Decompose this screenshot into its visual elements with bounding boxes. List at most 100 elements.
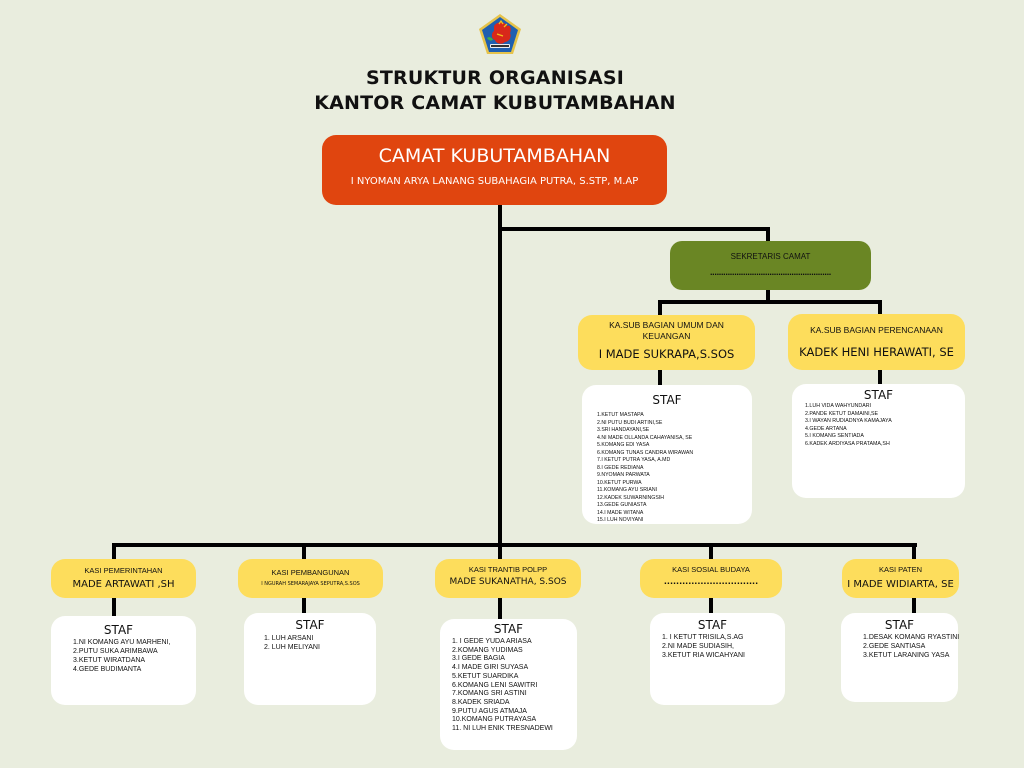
kasi-sosial-budaya-name: ...............................: [663, 577, 759, 586]
kasi-pemerintahan-title: KASI PEMERINTAHAN: [84, 566, 163, 575]
staf-item: 11. NI LUH ENIK TRESNADEWI: [452, 725, 553, 733]
staf-item: 10.KOMANG PUTRAYASA: [452, 716, 537, 724]
staf-item: 2.GEDE SANTIASA: [863, 643, 926, 650]
staf-item: 14.I MADE WITANA: [597, 509, 644, 516]
camat-title: CAMAT KUBUTAMBAHAN: [378, 145, 611, 167]
staf-item: 8.I GEDE REDIANA: [597, 464, 644, 471]
staf-item: 1. LUH ARSANI: [264, 635, 314, 642]
staf-item: 3.KETUT RIA WICAHYANI: [662, 652, 745, 659]
staf-item: 2.KOMANG YUDIMAS: [452, 646, 523, 654]
subbag-umum-name: I MADE SUKRAPA,S.SOS: [598, 347, 735, 361]
staf-item: 6.KOMANG TUNAS CANDRA WIRAWAN: [597, 449, 694, 456]
kasi-sosial-budaya-title: KASI SOSIAL BUDAYA: [672, 565, 750, 574]
kasi-sosial-budaya-staf-label: STAF: [697, 618, 728, 632]
staf-item: 4.NI MADE OLLANDA CAHAYANISA, SE: [597, 434, 693, 441]
subbag-umum-title: KA.SUB BAGIAN UMUM DAN KEUANGAN: [609, 320, 724, 341]
connector-subbag2-staf: [878, 370, 882, 385]
connector-kasi5-staf: [912, 598, 916, 614]
staf-item: 4.GEDE ARTANA: [805, 425, 847, 432]
staf-item: 6.KADEK ARDIYASA PRATAMA,SH: [805, 440, 890, 447]
connector-subbag2-v: [878, 300, 882, 316]
kasi-pembangunan-staf-box: STAF 1. LUH ARSANI 2. LUH MELIYANI: [244, 613, 376, 705]
kasi-trantib-title: KASI TRANTIB POLPP: [468, 565, 548, 574]
connector-to-sekretaris-v: [766, 227, 770, 242]
staf-item: 5.I KOMANG SENTIADA: [805, 433, 864, 440]
kasi-pemerintahan-staf-list: 1.NI KOMANG AYU MARHENI, 2.PUTU SUKA ARI…: [73, 638, 196, 674]
kasi-trantib-staf-box: STAF 1. I GEDE YUDA ARIASA 2.KOMANG YUDI…: [440, 619, 577, 750]
connector-sekretaris-down: [766, 290, 770, 304]
staf-item: 1.LUH VIDA WAHYUNDARI: [805, 403, 872, 409]
subbag-perencanaan-name: KADEK HENI HERAWATI, SE: [799, 345, 954, 359]
connector-kasi1-staf: [112, 598, 116, 617]
subbag-umum-staf-list: 1.KETUT MASTAPA 2.NI PUTU BUDI ARTINI,SE…: [597, 412, 752, 525]
page-title-line2: KANTOR CAMAT KUBUTAMBAHAN: [314, 92, 676, 114]
connector-kasi5-v: [912, 543, 916, 560]
staf-item: 1. I KETUT TRISILA,S.AG: [662, 634, 744, 641]
kasi-pembangunan-title: KASI PEMBANGUNAN: [271, 568, 350, 577]
kasi-paten-title: KASI PATEN: [878, 565, 923, 574]
kasi-trantib-staf-label: STAF: [493, 622, 524, 636]
staf-item: 1.KETUT MASTAPA: [597, 412, 644, 418]
connector-kasi-h: [112, 543, 917, 547]
connector-kasi3-v: [498, 543, 502, 560]
connector-subbag1-v: [658, 300, 662, 316]
staf-item: 3.KETUT WIRATDANA: [73, 657, 146, 664]
staf-item: 5.KOMANG EDI YASA: [597, 442, 650, 448]
staf-item: 13.GEDE GUNIASTA: [597, 502, 647, 508]
kasi-pemerintahan-staf-box: STAF 1.NI KOMANG AYU MARHENI, 2.PUTU SUK…: [51, 616, 196, 705]
staf-item: 9.NYOMAN PARWATA: [597, 472, 650, 478]
staf-item: 3.I GEDE BAGIA: [452, 655, 505, 663]
subbag-umum-box: KA.SUB BAGIAN UMUM DAN KEUANGAN I MADE S…: [578, 315, 755, 370]
kasi-pemerintahan-staf-label: STAF: [103, 623, 134, 637]
subbag-perencanaan-title: KA.SUB BAGIAN PERENCANAAN: [810, 325, 943, 335]
kasi-trantib-name: MADE SUKANATHA, S.SOS: [449, 577, 567, 587]
staf-item: 12.KADEK SUWARNINGSIH: [597, 494, 664, 501]
subbag-perencanaan-staf-label: STAF: [863, 388, 894, 402]
staf-item: 3.I WAYAN RUDIADNYA KAMAJAYA: [805, 418, 892, 425]
connector-kasi3-staf: [498, 598, 502, 620]
connector-kasi4-staf: [709, 598, 713, 614]
kasi-paten-staf-label: STAF: [884, 618, 915, 632]
staf-item: 2.PUTU SUKA ARIMBAWA: [73, 648, 158, 655]
staf-item: 7.KOMANG SRI ASTINI: [452, 690, 527, 698]
connector-kasi4-v: [709, 543, 713, 560]
staf-item: 10.KETUT PURWA: [597, 479, 642, 486]
kasi-paten-staf-box: STAF 1.DESAK KOMANG RYASTINI 2.GEDE SANT…: [841, 613, 960, 702]
staf-item: 11.KOMANG AYU SRIANI: [597, 487, 658, 493]
kasi-trantib-box: KASI TRANTIB POLPP MADE SUKANATHA, S.SOS: [435, 559, 581, 598]
subbag-perencanaan-staf-list: 1.LUH VIDA WAHYUNDARI 2.PANDE KETUT DAMA…: [805, 403, 965, 449]
connector-to-sekretaris-h: [498, 227, 770, 231]
kasi-pembangunan-box: KASI PEMBANGUNAN I NGURAH SEMARAJAYA SEP…: [238, 559, 383, 598]
sekretaris-box: SEKRETARIS CAMAT .......................…: [670, 241, 871, 290]
sekretaris-name: ........................................…: [709, 267, 832, 277]
kasi-paten-staf-list: 1.DESAK KOMANG RYASTINI 2.GEDE SANTIASA …: [863, 633, 960, 660]
camat-box: CAMAT KUBUTAMBAHAN I NYOMAN ARYA LANANG …: [322, 135, 667, 205]
kasi-pembangunan-name: I NGURAH SEMARAJAYA SEPUTRA,S.SOS: [261, 581, 360, 587]
kasi-paten-name: I MADE WIDIARTA, SE: [847, 579, 954, 590]
connector-kasi2-v: [302, 543, 306, 560]
kasi-paten-box: KASI PATEN I MADE WIDIARTA, SE: [842, 559, 959, 598]
subbag-umum-staf-box: STAF 1.KETUT MASTAPA 2.NI PUTU BUDI ARTI…: [582, 385, 752, 524]
staf-item: 2.NI PUTU BUDI ARTINI,SE: [597, 419, 663, 426]
staf-item: 5.KETUT SUARDIKA: [452, 672, 519, 680]
connector-kasi1-v: [112, 543, 116, 560]
subbag-perencanaan-box: KA.SUB BAGIAN PERENCANAAN KADEK HENI HER…: [788, 314, 965, 370]
staf-item: 6.KOMANG LENI SAWITRI: [452, 681, 538, 689]
staf-item: 2. LUH MELIYANI: [264, 644, 320, 651]
staf-item: 3.KETUT LARANING YASA: [863, 652, 950, 659]
staf-item: 9.PUTU AGUS ATMAJA: [452, 707, 527, 715]
staf-item: 3.SRI HANDAYANI,SE: [597, 427, 650, 433]
subbag-perencanaan-staf-box: STAF 1.LUH VIDA WAHYUNDARI 2.PANDE KETUT…: [792, 384, 965, 498]
connector-subbag1-staf: [658, 370, 662, 386]
staf-item: 2.PANDE KETUT DAMAINI,SE: [805, 410, 879, 417]
staf-item: 1.DESAK KOMANG RYASTINI: [863, 634, 960, 641]
kasi-trantib-staf-list: 1. I GEDE YUDA ARIASA 2.KOMANG YUDIMAS 3…: [452, 638, 577, 734]
staf-item: 1. I GEDE YUDA ARIASA: [452, 638, 532, 645]
staf-item: 15.I LUH NOVIYANI: [597, 517, 644, 523]
camat-name: I NYOMAN ARYA LANANG SUBAHAGIA PUTRA, S.…: [350, 176, 639, 187]
kasi-sosial-budaya-box: KASI SOSIAL BUDAYA .....................…: [640, 559, 782, 598]
connector-camat-trunk: [498, 205, 502, 547]
staf-item: 2.NI MADE SUDIASIH,: [662, 643, 734, 650]
staf-item: 1.NI KOMANG AYU MARHENI,: [73, 639, 171, 646]
kasi-sosial-budaya-staf-box: STAF 1. I KETUT TRISILA,S.AG 2.NI MADE S…: [650, 613, 785, 705]
